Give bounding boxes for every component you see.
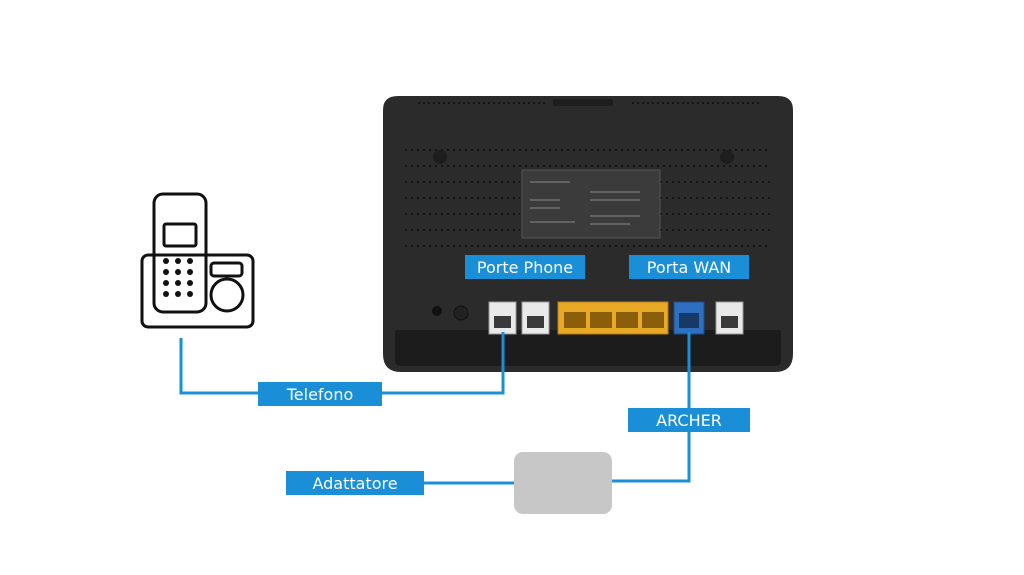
adapter-device [514, 452, 612, 514]
label-adapter: Adattatore [286, 471, 424, 495]
power-button [453, 305, 469, 321]
router-vents [405, 102, 770, 247]
label-wan-port: Porta WAN [629, 255, 749, 279]
router [383, 96, 793, 372]
label-phone-ports: Porte Phone [465, 255, 585, 279]
router-product-label [521, 169, 661, 239]
label-archer: ARCHER [628, 408, 750, 432]
mount-hole-right [720, 150, 734, 164]
power-port [432, 306, 442, 316]
extra-phone-port [715, 301, 744, 335]
mount-hole-left [433, 150, 447, 164]
cordless-phone-icon [140, 192, 255, 329]
cable-wan [612, 332, 691, 483]
phone-ports [488, 301, 550, 335]
lan-ports [557, 301, 669, 335]
wan-port [673, 301, 705, 335]
label-telephone: Telefono [258, 382, 382, 406]
